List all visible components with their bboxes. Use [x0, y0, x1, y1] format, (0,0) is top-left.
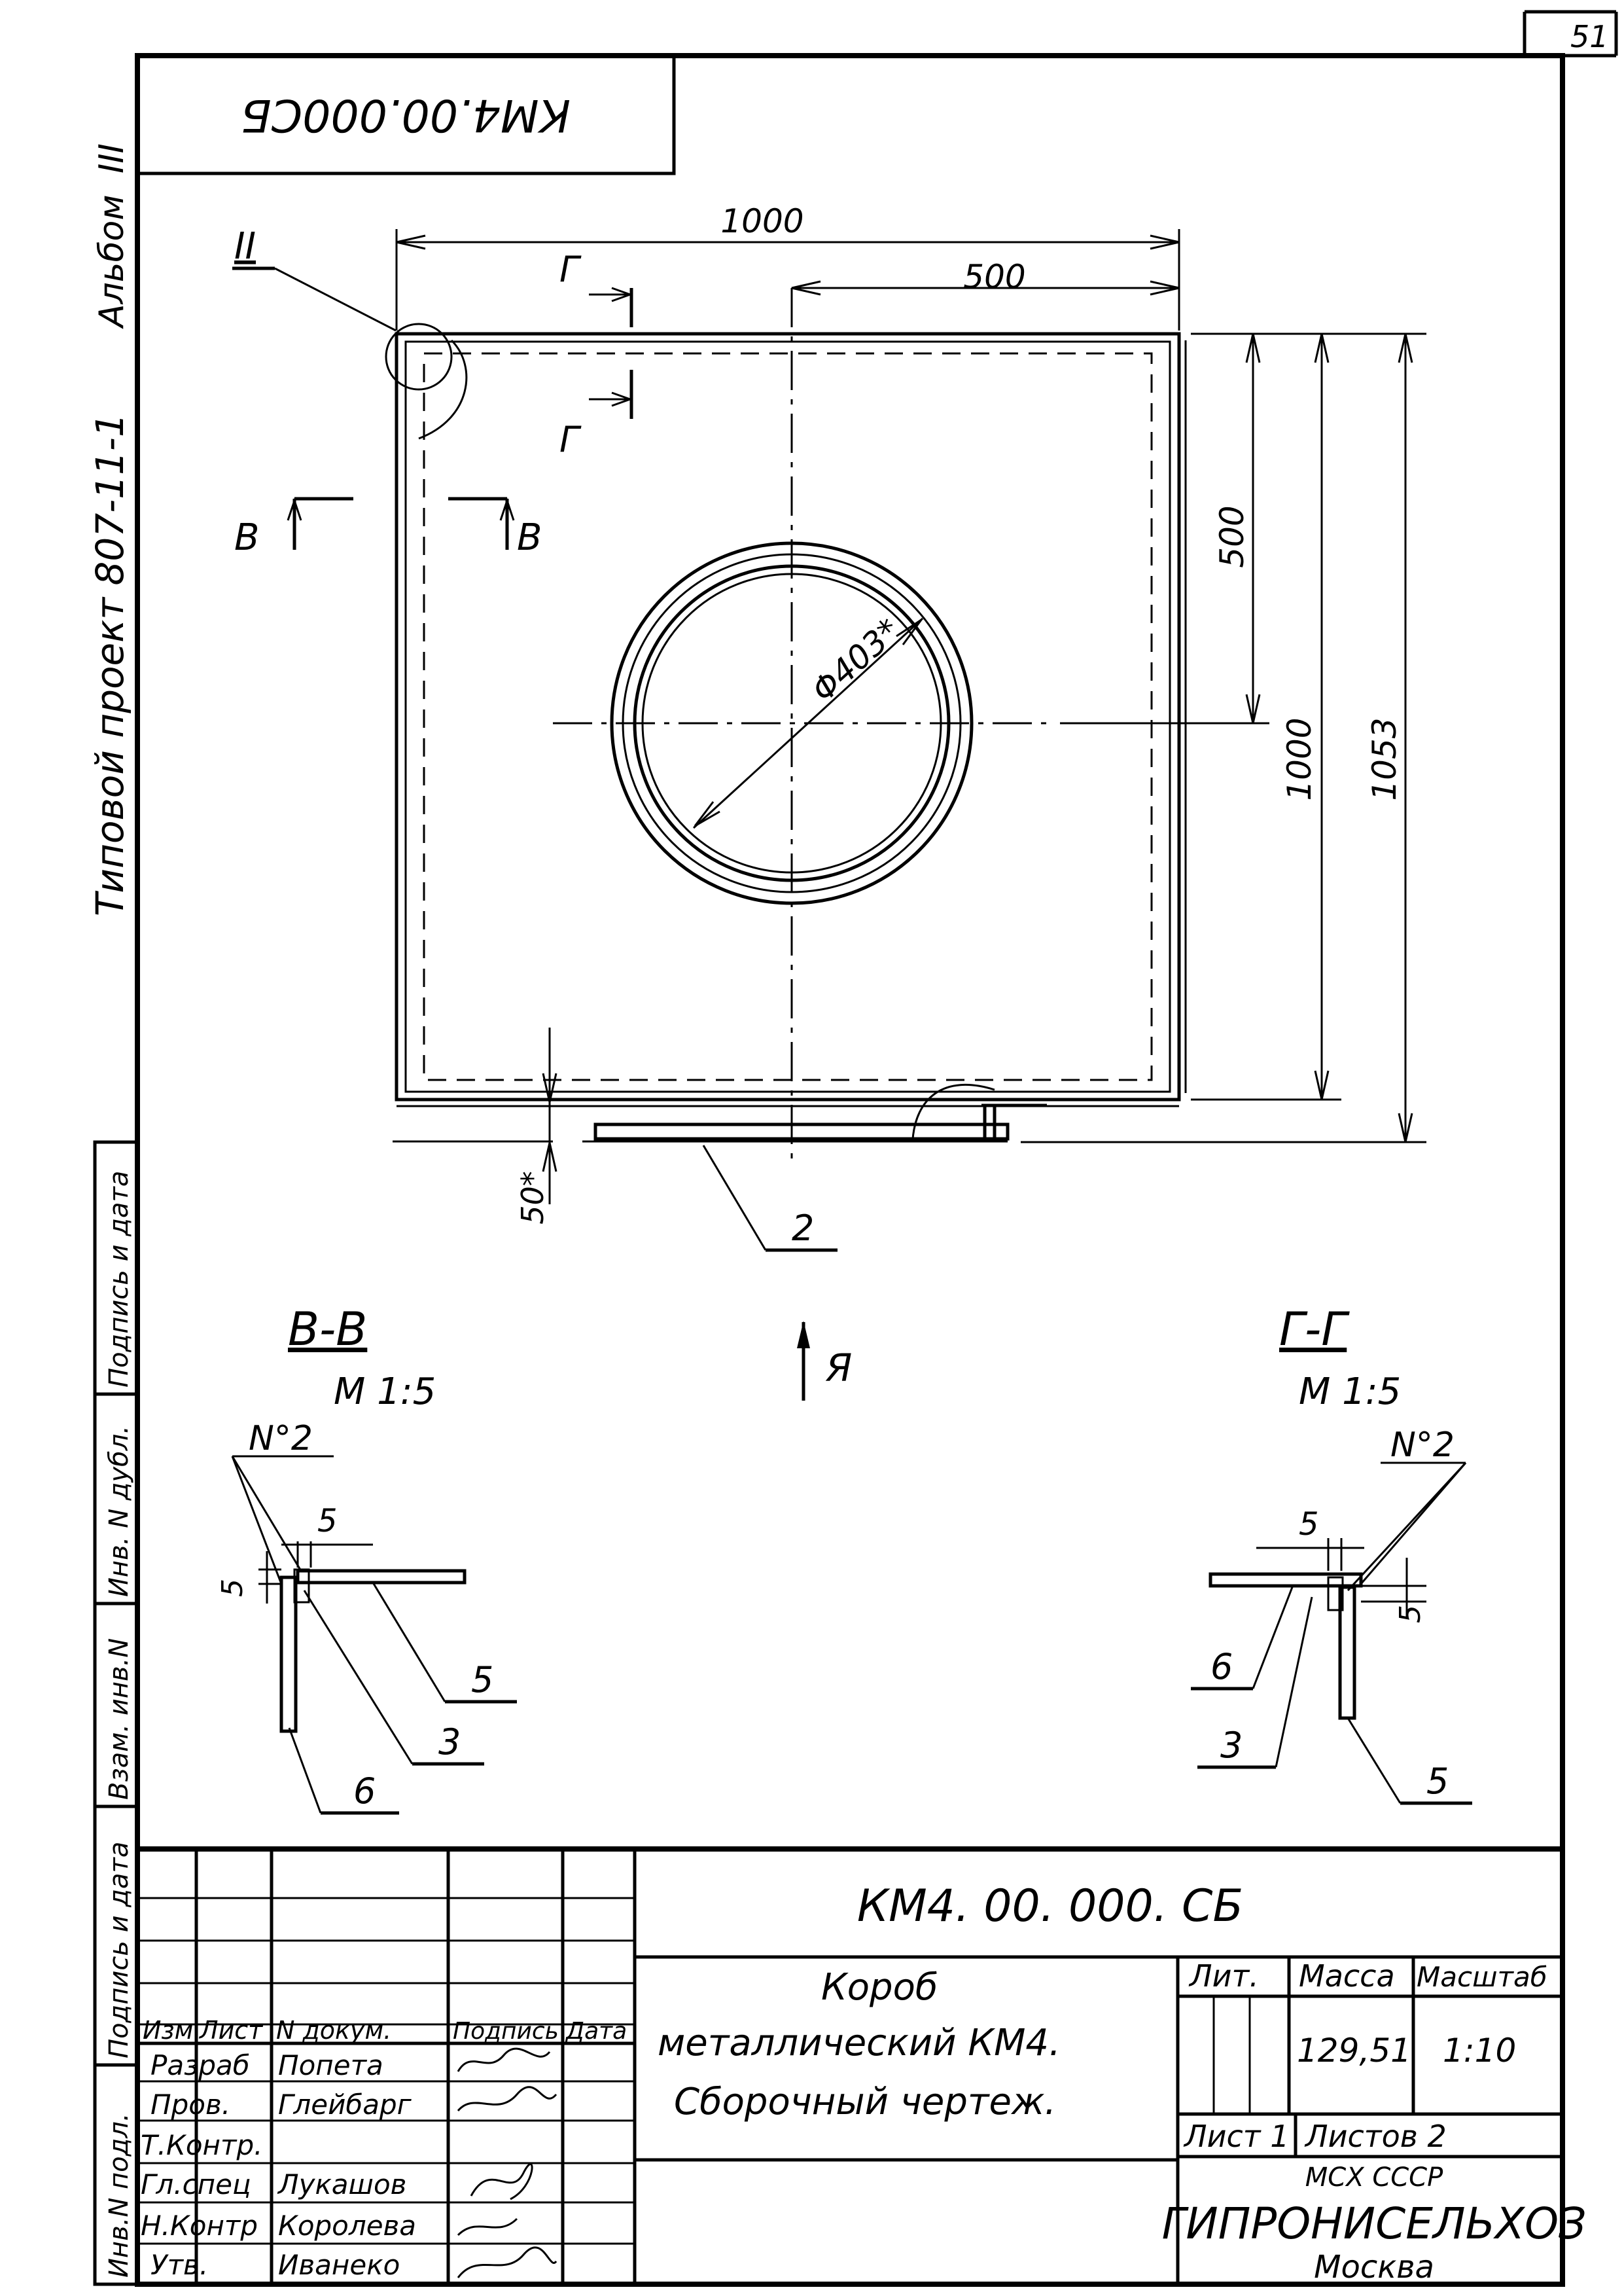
section-gg-dim-h: 5	[1299, 1506, 1319, 1543]
detail-ref-label: II	[234, 225, 256, 268]
section-v-right: В	[517, 516, 542, 559]
dim-right-group	[1021, 332, 1426, 1143]
strip-label-vzam: Взам. инв.N	[104, 1638, 134, 1800]
col-header-list: Лист	[198, 2016, 264, 2045]
col-header-ndoc: N докум.	[276, 2016, 391, 2045]
signer-name-3: Лукашов	[277, 2168, 406, 2200]
signer-name-0: Попета	[278, 2049, 383, 2081]
signer-name-1: Глейбарг	[278, 2089, 412, 2121]
dim-width-total-label: 1000	[720, 202, 803, 240]
title-block	[135, 1846, 1565, 2287]
plan-view	[395, 288, 1187, 1165]
view-arrow-label: Я	[825, 1346, 852, 1390]
section-vv-drawing	[231, 1455, 517, 1815]
org-city: Москва	[1314, 2249, 1434, 2286]
dim-height-total-label: 1053	[1366, 717, 1403, 800]
signer-name-4: Королева	[278, 2210, 416, 2242]
signer-role-2: Т.Контр.	[141, 2129, 262, 2161]
signer-role-4: Н.Контр	[141, 2210, 258, 2242]
doc-code: КМ4. 00. 000. СБ	[857, 1880, 1243, 1932]
lit-label: Лит.	[1188, 1958, 1259, 1994]
section-gg-weld: N°2	[1390, 1426, 1455, 1465]
dim-height-half-label: 500	[1213, 505, 1251, 567]
scale-label: Масштаб	[1417, 1961, 1547, 1993]
signer-role-3: Гл.спец	[141, 2168, 251, 2200]
section-gg-part-6: 6	[1210, 1646, 1233, 1687]
col-header-date: Дата	[565, 2018, 627, 2045]
mass-value: 129,51	[1297, 2032, 1411, 2070]
sheet-number: 51	[1570, 19, 1609, 54]
strip-label-inv-dubl: Инв. N дубл.	[104, 1426, 134, 1597]
sheet-frame	[135, 10, 1618, 2287]
sheet-label: Лист 1	[1183, 2119, 1289, 2154]
dim-width-total	[395, 229, 1180, 331]
signer-role-1: Пров.	[150, 2089, 230, 2121]
code-stamp-box	[135, 54, 676, 175]
scale-value: 1:10	[1443, 2032, 1516, 2070]
section-gg-scale: М 1:5	[1299, 1371, 1401, 1413]
part-2-leader	[702, 1145, 838, 1252]
col-header-izm: Изм.	[143, 2016, 201, 2045]
dim-gap-label: 50*	[515, 1171, 550, 1225]
project-label: Типовой проект 807-11-1	[88, 413, 132, 916]
section-mark-v	[287, 497, 515, 550]
org-name: ГИПРОНИСЕЛЬХОЗ	[1162, 2198, 1587, 2249]
section-gg-part-3: 3	[1220, 1725, 1243, 1766]
section-g-bottom: Г	[559, 419, 582, 460]
section-vv-dim-v: 5	[216, 1579, 249, 1597]
dim-diameter: Φ403*	[804, 611, 908, 709]
section-vv-weld: N°2	[249, 1419, 313, 1458]
section-vv-scale: М 1:5	[334, 1371, 436, 1413]
section-vv-part-6: 6	[353, 1770, 376, 1812]
dim-height-inner-label: 1000	[1280, 717, 1318, 800]
strip-label-sign-date-1: Подпись и дата	[104, 1842, 134, 2058]
sheets-label: Листов 2	[1304, 2119, 1447, 2154]
album-label: Альбом	[92, 194, 132, 329]
strip-label-inv-podl: Инв.N подл.	[104, 2113, 134, 2278]
signer-name-5: Иванеко	[278, 2249, 400, 2281]
section-gg-drawing	[1191, 1462, 1472, 1805]
section-g-top: Г	[559, 249, 582, 290]
code-stamp-text: КМ4.00.000СБ	[241, 89, 571, 141]
section-v-left: В	[234, 516, 259, 559]
signer-role-0: Разраб	[150, 2049, 250, 2081]
section-gg-dim-v: 5	[1394, 1605, 1427, 1623]
section-vv-title: В-В	[288, 1302, 367, 1356]
dim-half	[791, 280, 1180, 296]
org-ministry: МСХ СССР	[1305, 2162, 1443, 2193]
section-gg-title: Г-Г	[1279, 1302, 1350, 1356]
mass-label: Масса	[1299, 1958, 1395, 1994]
section-gg-part-5: 5	[1426, 1761, 1449, 1802]
left-filing-strip	[93, 1140, 139, 2286]
section-vv-part-5: 5	[471, 1659, 493, 1700]
dim-half-label: 500	[963, 258, 1025, 296]
signatures	[457, 2047, 557, 2278]
product-name-line3: Сборочный чертеж.	[674, 2081, 1056, 2123]
section-vv-part-3: 3	[438, 1721, 461, 1763]
signer-role-5: Утв.	[150, 2249, 208, 2281]
album-number: III	[92, 143, 132, 173]
product-name-line1: Короб	[821, 1966, 938, 2009]
part-2-label: 2	[792, 1208, 814, 1249]
strip-label-sign-date-2: Подпись и дата	[104, 1171, 134, 1388]
view-arrow-ya	[797, 1321, 810, 1401]
col-header-sign: Подпись	[453, 2018, 559, 2045]
detail-ref-ii	[232, 266, 468, 440]
dim-gap	[393, 1028, 557, 1204]
section-vv-dim-h: 5	[317, 1503, 338, 1539]
product-name-line2: металлический КМ4.	[658, 2022, 1061, 2064]
section-mark-g	[589, 287, 633, 419]
